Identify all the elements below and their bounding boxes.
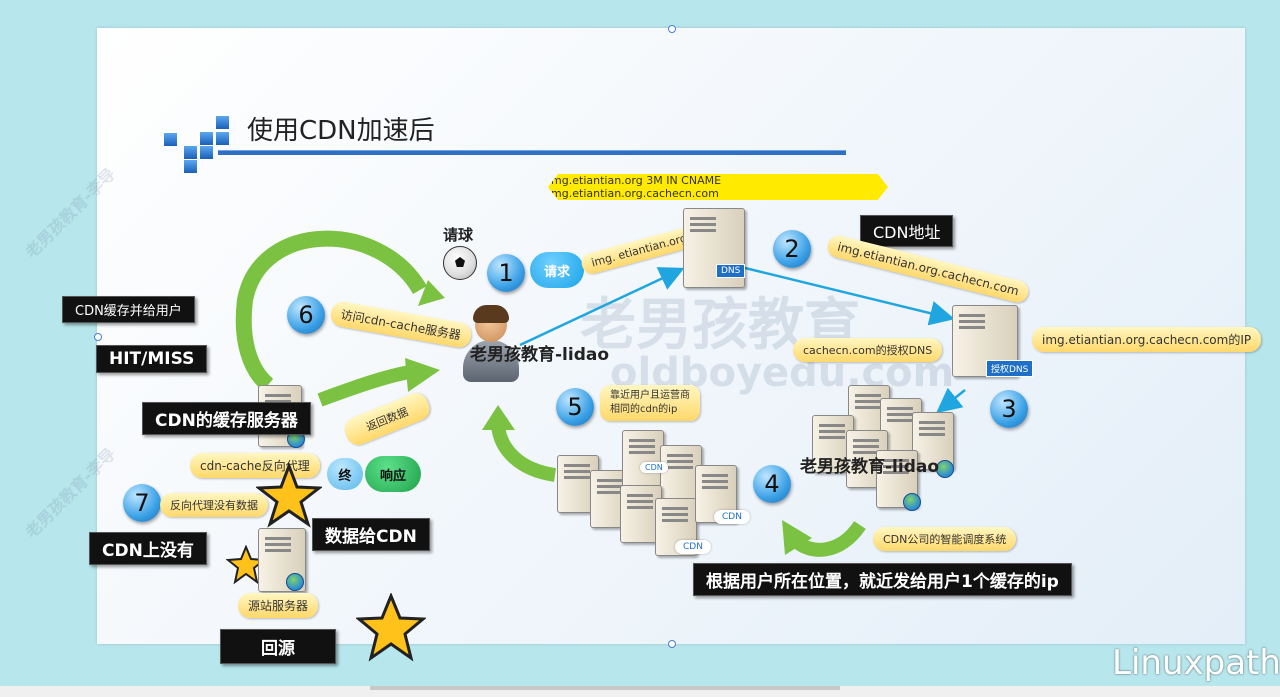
horizontal-scrollbar[interactable] (370, 686, 840, 690)
auth-dns-badge: 授权DNS (986, 360, 1034, 377)
request-pill: 请求 (530, 252, 584, 288)
status-bar (0, 686, 1280, 697)
arrow-dns-to-auth (744, 266, 955, 326)
title-deco-square (199, 145, 214, 160)
soccer-ball-icon (443, 246, 477, 280)
cdn-address-label: CDN地址 (860, 215, 954, 247)
step-number-2: 2 (773, 230, 811, 268)
star-icon (356, 593, 426, 662)
title-deco-square (163, 132, 178, 147)
reverse-proxy-tag: cdn-cache反向代理 (190, 453, 320, 478)
nearest-ip-tag: 靠近用户且运营商相同的cdn的ip (600, 385, 700, 421)
cluster-name-label: 老男孩教育-lidao (800, 457, 940, 477)
title-deco-square (215, 131, 230, 146)
respond-pill: 响应 (365, 456, 421, 492)
step-number-3: 3 (990, 390, 1028, 428)
step-number-5: 5 (556, 388, 594, 426)
cache-give-label: CDN缓存并给用户 (62, 296, 195, 323)
hit-miss-label: HIT/MISS (96, 345, 208, 373)
arrow-green-cache-head (405, 358, 440, 392)
title-underline (218, 150, 846, 155)
user-hair-icon (473, 305, 509, 323)
origin-server-tag: 源站服务器 (238, 593, 319, 618)
ball-label: 请球 (443, 226, 474, 244)
title-deco-square (183, 159, 198, 174)
auth-dns-name-tag: cachecn.com的授权DNS (793, 338, 943, 362)
cdn-server-icon (622, 430, 664, 488)
cache-server-label: CDN的缓存服务器 (142, 402, 311, 435)
arrow-green-cache-to-user (317, 365, 412, 407)
cdn-cloud-label: CDN (640, 462, 668, 473)
star-icon (256, 463, 322, 528)
arrow-green-6 (235, 230, 427, 392)
data-to-cdn-label: 数据给CDN (312, 518, 430, 551)
cdn-schedule-tag: CDN公司的智能调度系统 (873, 527, 1017, 551)
globe-icon (903, 493, 921, 511)
cdn-none-label: CDN上没有 (89, 532, 207, 565)
cdn-cloud-label: CDN (714, 510, 750, 524)
step-number-7: 7 (123, 484, 161, 522)
user-body-icon (463, 340, 519, 382)
arrow-green-4-head (782, 520, 812, 555)
resize-handle-top[interactable] (668, 25, 676, 33)
back-to-origin-label: 回源 (220, 629, 336, 664)
cdn-cloud-label: CDN (675, 540, 711, 554)
ip-tag: img.etiantian.org.cachecn.com的IP (1032, 327, 1262, 352)
arrow-user-to-dns (519, 267, 685, 347)
end-circle: 终 (327, 458, 363, 490)
arrow-green-5-head (482, 405, 515, 430)
globe-icon (286, 573, 304, 591)
cname-banner: img.etiantian.org 3M IN CNAME img.etiant… (548, 174, 888, 200)
arrow-green-5 (491, 423, 557, 482)
step-number-1: 1 (487, 254, 525, 292)
arrow-green-6-head (418, 280, 445, 306)
brand-watermark: Linuxpath (1112, 643, 1280, 683)
step-number-4: 4 (753, 465, 791, 503)
give-ip-label: 根据用户所在位置，就近发给用户1个缓存的ip (693, 563, 1072, 596)
arrow-auth-to-cluster (936, 387, 966, 414)
resize-handle-left[interactable] (94, 333, 102, 341)
user-name-label: 老男孩教育-lidao (470, 345, 610, 365)
slide-title: 使用CDN加速后 (247, 116, 435, 146)
step-number-6: 6 (287, 296, 325, 334)
title-deco-square (215, 115, 230, 130)
dns-badge: DNS (716, 264, 746, 278)
reverse-none-tag: 反向代理没有数据 (160, 493, 268, 517)
resize-handle-bottom[interactable] (668, 640, 676, 648)
globe-icon (936, 460, 954, 478)
